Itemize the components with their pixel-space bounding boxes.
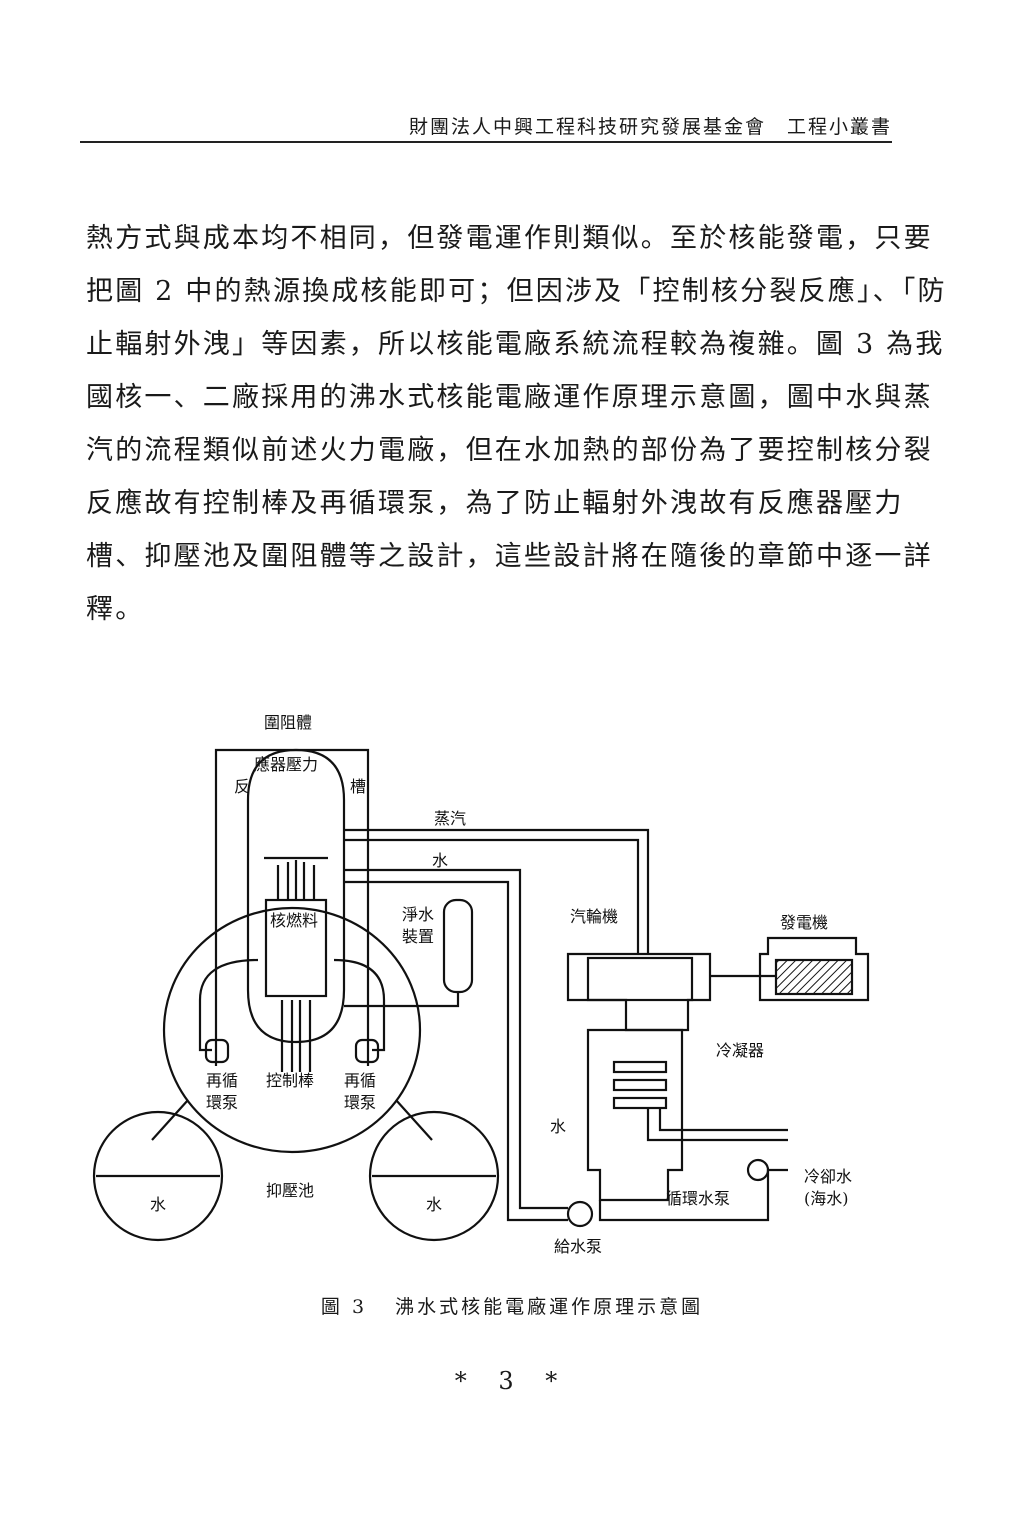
label-pump-left-1: 再循 [206,1071,238,1090]
label-turbine: 汽輪機 [570,907,618,926]
suppression-pool-left [92,1110,224,1242]
label-vessel-1: 反 [234,777,250,796]
label-suppression-pool: 抑壓池 [266,1181,314,1200]
body-line: 國核一、二廠採用的沸水式核能電廠運作原理示意圖，圖中水與蒸 [86,382,933,413]
label-condenser: 冷凝器 [716,1041,764,1060]
page-number: * 3 * [454,1367,570,1395]
body-line: 止輻射外洩」等因素，所以核能電廠系統流程較為複雜。圖 3 為我 [86,329,945,360]
label-purifier-2: 裝置 [402,927,434,946]
label-steam: 蒸汽 [434,809,466,828]
figure-number: 圖 3 [320,1296,368,1318]
suppression-pool-right [368,1110,500,1242]
body-line: 釋。 [86,594,145,625]
running-header: 財團法人中興工程科技研究發展基金會 工程小叢書 [408,116,892,138]
header-divider [80,141,892,143]
label-pump-right-1: 再循 [344,1071,376,1090]
circ-water-line [598,1168,788,1222]
water-purifier [442,898,474,994]
label-pump-left-2: 環泵 [206,1093,238,1112]
label-pump-right-2: 環泵 [344,1093,376,1112]
condenser [586,1028,684,1202]
figure-caption-text: 沸水式核能電廠運作原理示意圖 [395,1296,704,1318]
bwr-diagram-svg: 圍阻體 反 應器壓力 槽 蒸汽 水 核燃料 淨水 裝置 汽輪機 發電機 冷凝器 … [92,713,870,1256]
body-line: 汽的流程類似前述火力電廠，但在水加熱的部份為了要控制核分裂 [86,435,933,466]
label-fuel: 核燃料 [270,911,318,930]
pressure-vessel [246,748,346,1044]
body-paragraph: 熱方式與成本均不相同，但發電運作則類似。至於核能發電，只要 把圖 2 中的熱源換… [86,212,947,636]
body-line: 把圖 2 中的熱源換成核能即可；但因涉及「控制核分裂反應」、「防 [86,276,947,307]
label-purifier-1: 淨水 [402,905,434,924]
label-vessel-3: 槽 [350,777,366,796]
body-line: 熱方式與成本均不相同，但發電運作則類似。至於核能發電，只要 [86,223,933,254]
recirc-loop-right [333,958,386,1052]
label-water-mid: 水 [550,1117,566,1136]
label-generator: 發電機 [780,913,828,932]
label-circ-pump: 循環水泵 [666,1189,730,1208]
circ-water-pump [746,1158,770,1182]
label-containment: 圍阻體 [264,713,312,732]
body-line: 槽、抑壓池及圍阻體等之設計，這些設計將在隨後的章節中逐一詳 [86,541,933,572]
steam-line [344,828,650,954]
feedwater-line [344,868,568,1210]
control-rods [280,1000,312,1072]
label-coolant-1: 冷卻水 [804,1167,852,1186]
generator-housing [758,936,870,1002]
drywell [162,906,422,1154]
label-control-rod: 控制棒 [266,1071,314,1090]
feed-pump [566,1200,594,1228]
body-line: 反應故有控制棒及再循環泵，為了防止輻射外洩故有反應器壓力 [86,488,904,519]
label-vessel-2: 應器壓力 [254,755,318,774]
turbine-housing [566,952,712,1032]
label-water-top: 水 [432,851,448,870]
label-pool-water-left: 水 [150,1195,166,1214]
figure-caption: 圖 3 沸水式核能電廠運作原理示意圖 [0,1292,1024,1319]
bwr-diagram: 圍阻體 反 應器壓力 槽 蒸汽 水 核燃料 淨水 裝置 汽輪機 發電機 冷凝器 … [88,700,928,1280]
label-coolant-2: (海水) [804,1189,849,1208]
label-pool-water-right: 水 [426,1195,442,1214]
label-feed-pump: 給水泵 [554,1237,602,1256]
recirc-loop-left [198,958,259,1052]
